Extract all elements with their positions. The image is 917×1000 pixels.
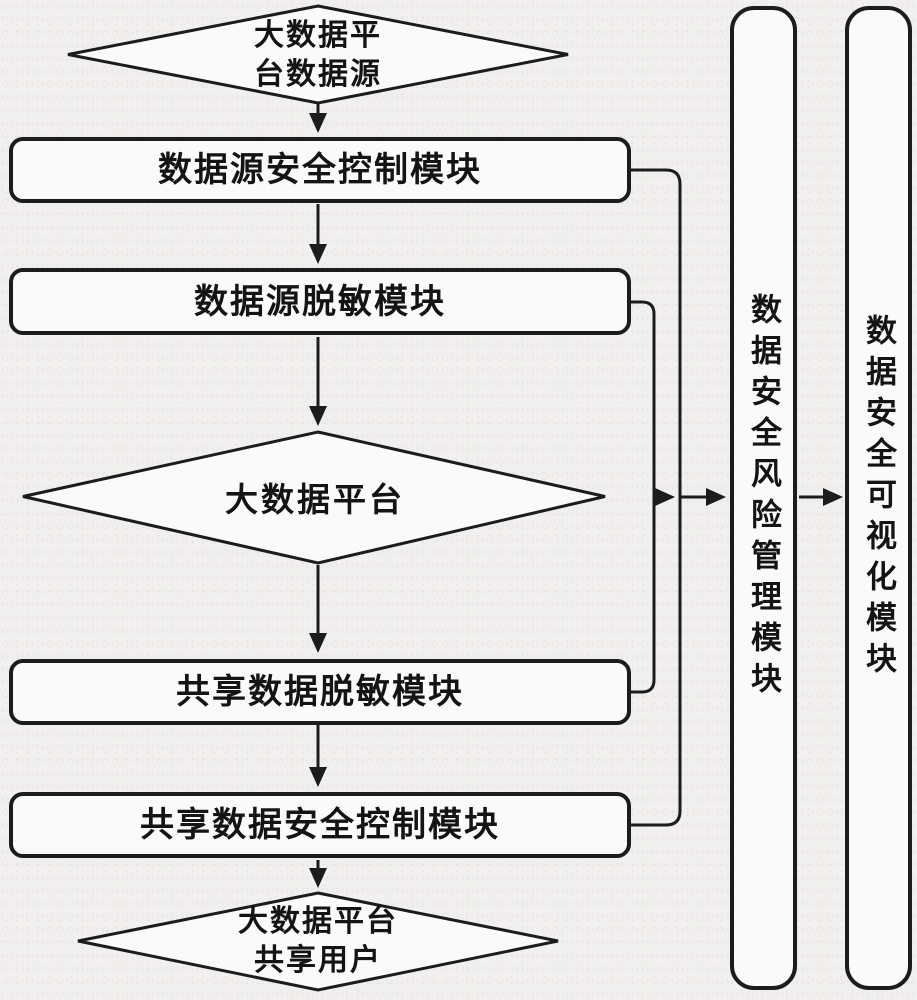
module-risk-management: 数据安全风险管理模块 (730, 6, 797, 990)
platform-diamond-shape (22, 430, 606, 565)
box-source-security-control: 数据源安全控制模块 (9, 137, 631, 203)
label-platform-diamond: 大数据平台 (225, 481, 405, 518)
connector-shared-security-to-junction (631, 497, 682, 827)
shared-user-diamond-shape (77, 891, 559, 992)
label-visualization: 数据安全可视化模块 (861, 313, 896, 683)
connector-shared-masking-to-junction (631, 497, 656, 694)
box-shared-masking: 共享数据脱敏模块 (9, 659, 631, 725)
box-source-masking: 数据源脱敏模块 (9, 268, 631, 335)
box-shared-security-control: 共享数据安全控制模块 (9, 792, 631, 858)
label-source-diamond: 大数据平 台数据源 (254, 19, 382, 91)
label-shared-user-diamond: 大数据平台 共享用户 (238, 905, 398, 977)
label-risk-management: 数据安全风险管理模块 (746, 293, 781, 703)
module-visualization: 数据安全可视化模块 (845, 6, 912, 990)
connector-source-masking-to-junction (631, 300, 656, 497)
connector-source-security-to-junction (631, 168, 682, 497)
source-diamond-shape (67, 4, 569, 105)
